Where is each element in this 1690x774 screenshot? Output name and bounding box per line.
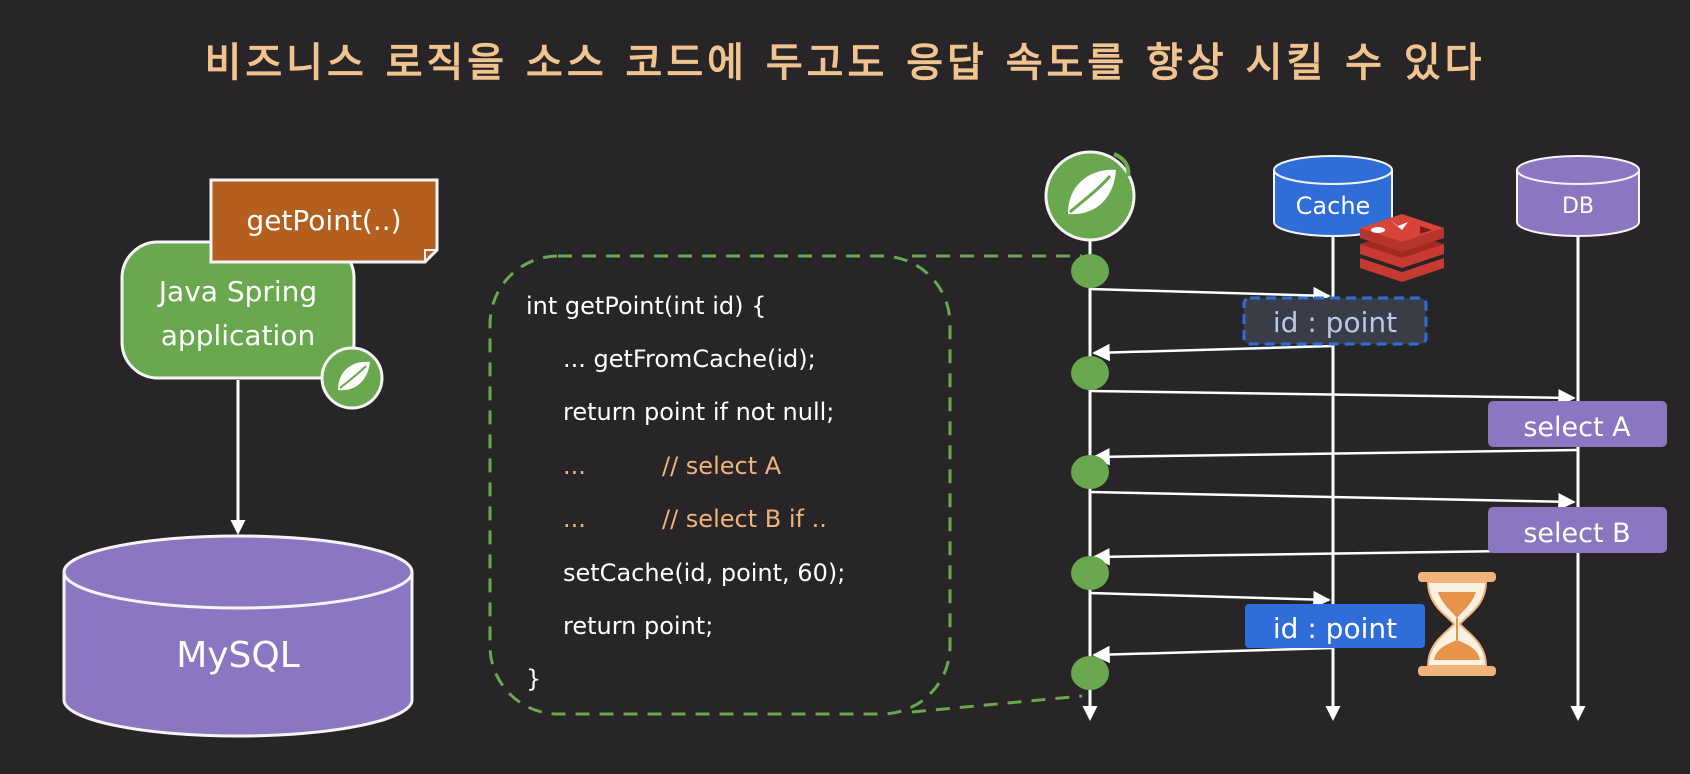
select-b-label: select B: [1523, 518, 1630, 549]
code-frame: [488, 254, 952, 716]
code-line-4-comment: // select A: [662, 452, 782, 480]
app-label-line2: application: [161, 319, 315, 352]
code-line-8: }: [526, 665, 541, 693]
select-a-label: select A: [1523, 412, 1631, 443]
cache-read-label: id : point: [1273, 306, 1397, 339]
cache-write-box: id : point: [1245, 604, 1425, 648]
db-head: DB: [1516, 155, 1640, 237]
code-line-7: return point;: [563, 612, 713, 640]
call-label-box: getPoint(..): [209, 178, 439, 264]
code-line-3: return point if not null;: [563, 398, 834, 426]
app-label-line1: Java Spring: [157, 275, 317, 308]
select-a-box: select A: [1488, 401, 1667, 447]
code-line-4: ...: [563, 452, 586, 480]
code-line-6: setCache(id, point, 60);: [563, 559, 845, 587]
spring-leaf-icon: [320, 346, 384, 410]
code-line-1: int getPoint(int id) {: [526, 292, 766, 320]
cache-write-label: id : point: [1273, 612, 1397, 645]
spring-leaf-icon: [1044, 150, 1136, 242]
code-line-5-comment: // select B if ..: [662, 505, 827, 533]
spring-app-box: Java Spring application: [120, 240, 356, 380]
code-block: int getPoint(int id) { ... getFromCache(…: [526, 292, 845, 693]
mysql-database: MySQL: [62, 534, 414, 738]
message-arrows: [1089, 286, 1579, 664]
select-b-box: select B: [1488, 507, 1667, 553]
cache-label: Cache: [1296, 192, 1371, 220]
code-line-2: ... getFromCache(id);: [563, 345, 816, 373]
db-label: DB: [1562, 194, 1594, 219]
code-line-5: ...: [563, 505, 586, 533]
redis-icon: [1360, 214, 1444, 282]
mysql-label: MySQL: [176, 635, 300, 676]
cache-read-box: id : point: [1242, 296, 1428, 346]
hourglass-icon: [1418, 572, 1496, 676]
call-label: getPoint(..): [246, 204, 401, 237]
page-title: 비즈니스 로직을 소스 코드에 두고도 응답 속도를 향상 시킬 수 있다: [204, 40, 1486, 86]
activation-points: [1071, 254, 1109, 690]
